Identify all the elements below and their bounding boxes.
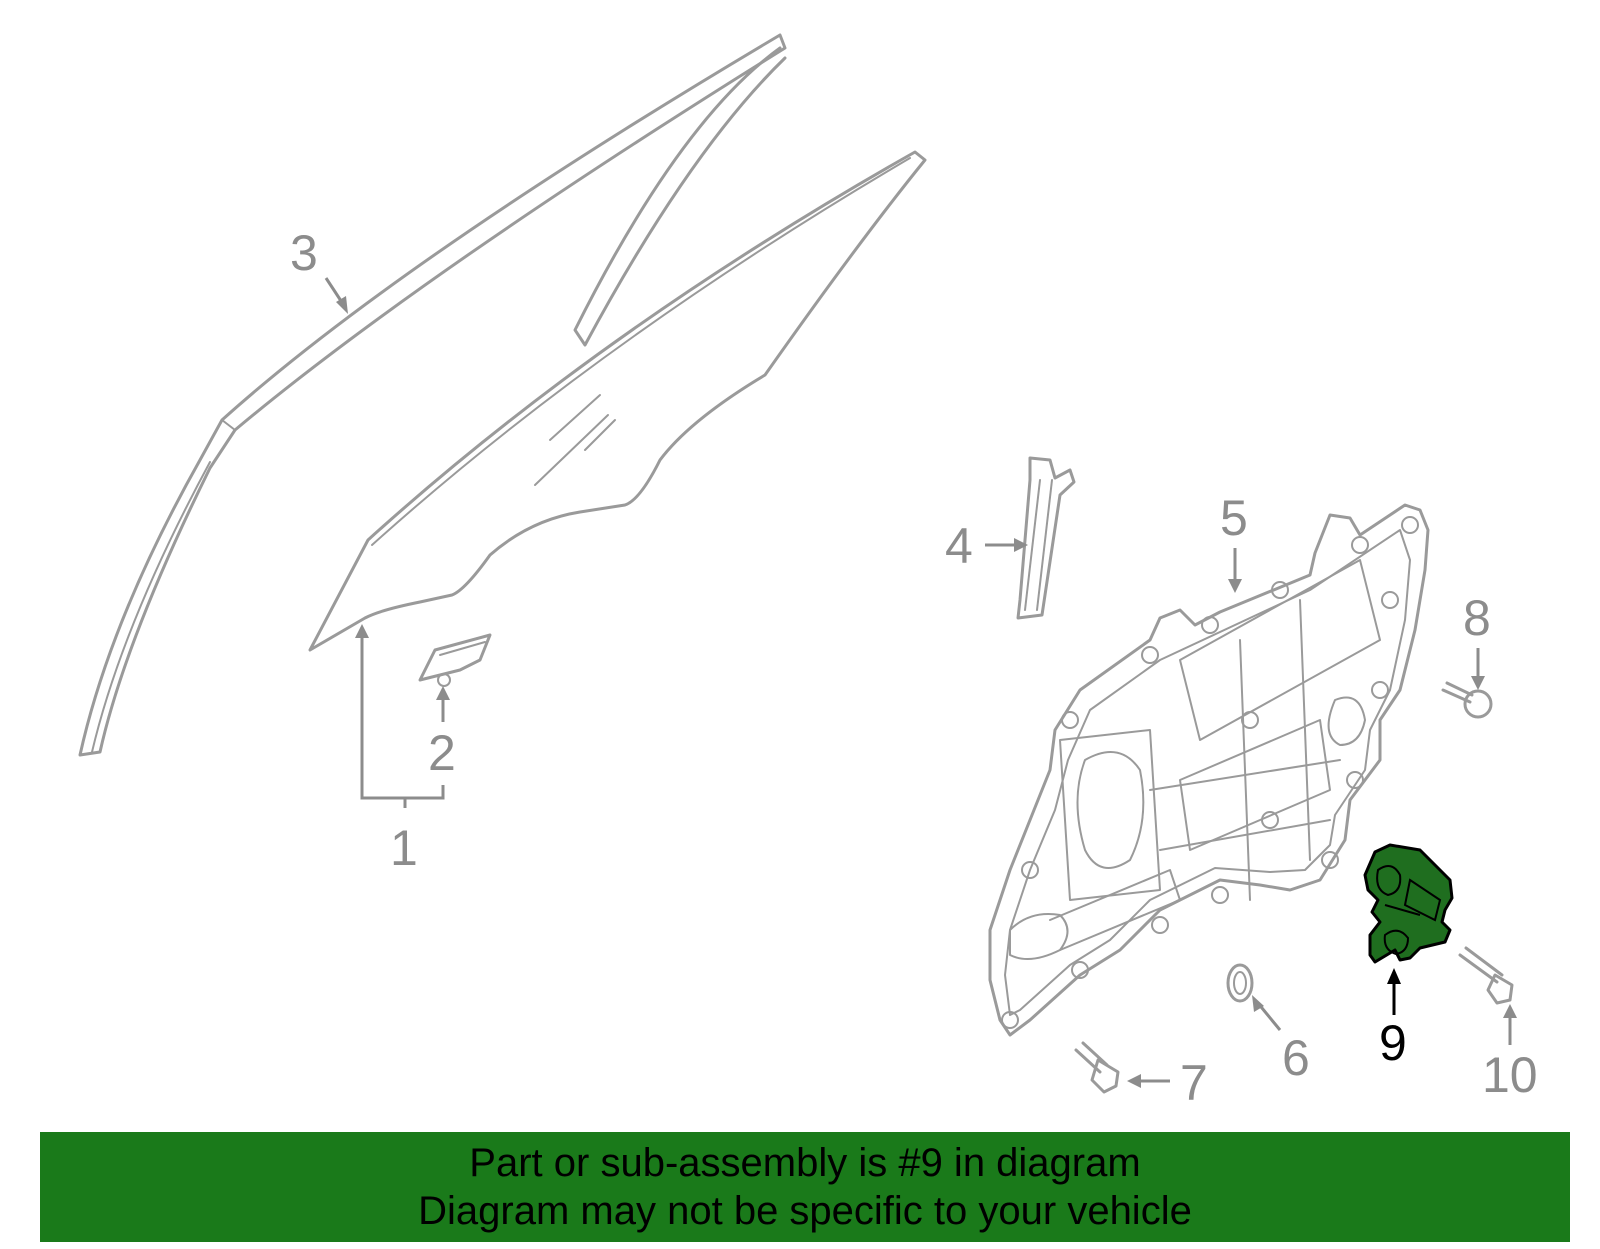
part-7-bolt — [1074, 1041, 1120, 1094]
callout-2: 2 — [428, 725, 456, 781]
part-8-screw — [1441, 681, 1493, 719]
part-2-glass-clip — [418, 633, 492, 687]
callout-9: 9 — [1379, 1015, 1407, 1071]
part-10-bolt — [1458, 946, 1514, 1005]
callout-8: 8 — [1463, 590, 1491, 646]
part-9-regulator-motor — [1363, 843, 1454, 964]
callout-6: 6 — [1282, 1030, 1310, 1086]
callout-4: 4 — [945, 518, 973, 574]
part-5-door-panel — [988, 503, 1430, 1037]
part-1-door-glass — [308, 150, 927, 652]
banner-line-2: Diagram may not be specific to your vehi… — [418, 1189, 1192, 1233]
part-4-rear-channel — [1016, 456, 1076, 620]
info-banner: Part or sub-assembly is #9 in diagram Di… — [40, 1132, 1570, 1242]
callout-10: 10 — [1482, 1047, 1538, 1103]
callout-7: 7 — [1180, 1055, 1208, 1111]
callout-5: 5 — [1220, 490, 1248, 546]
part-6-grommet — [1226, 963, 1254, 1003]
part-3-run-channel — [78, 33, 787, 757]
banner-line-1: Part or sub-assembly is #9 in diagram — [469, 1141, 1141, 1185]
leader-lines — [324, 277, 1517, 1088]
callout-1: 1 — [390, 820, 418, 876]
callout-3: 3 — [290, 225, 318, 281]
